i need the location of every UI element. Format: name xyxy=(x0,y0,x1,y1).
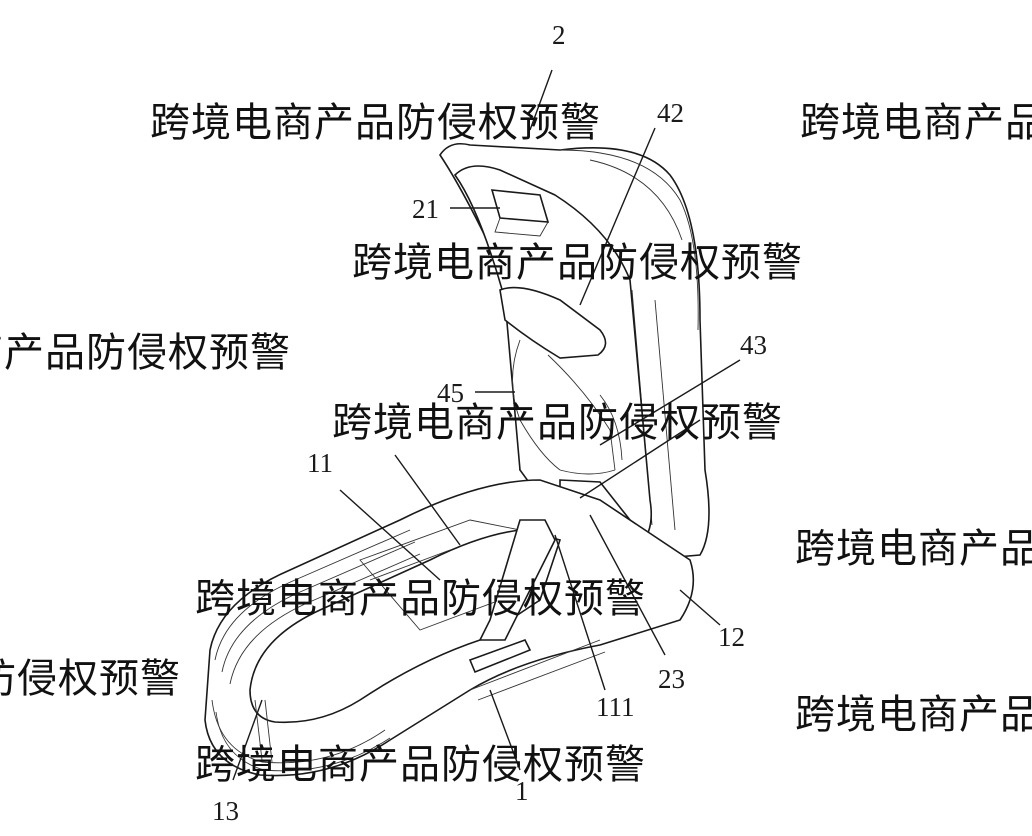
watermark-1: 跨境电商产品防侵权预警 xyxy=(150,100,601,146)
label-111: 111 xyxy=(596,692,635,722)
base xyxy=(204,479,695,777)
label-45: 45 xyxy=(437,378,464,408)
label-11: 11 xyxy=(307,448,333,478)
watermark-2: 跨境电商产品防侵权预警 xyxy=(800,100,1032,146)
watermark-6: 跨境电商产品防侵权预警 xyxy=(795,526,1032,572)
watermark-9: 跨境电商产品防侵权预警 xyxy=(795,692,1032,738)
label-23: 23 xyxy=(658,664,685,694)
leader-lines xyxy=(232,69,741,781)
watermark-8: 跨境电商产品防侵权预警 xyxy=(0,656,181,702)
label-2: 2 xyxy=(552,20,566,50)
label-42: 42 xyxy=(657,98,684,128)
reference-labels: 2 42 21 43 45 11 12 23 111 13 1 xyxy=(212,20,767,826)
label-21: 21 xyxy=(412,194,439,224)
watermark-4: 跨境电商产品防侵权预警 xyxy=(0,330,291,376)
watermark-10: 跨境电商产品防侵权预警 xyxy=(195,742,646,788)
label-13: 13 xyxy=(212,796,239,826)
watermark-7: 跨境电商产品防侵权预警 xyxy=(195,576,646,622)
label-43: 43 xyxy=(740,330,767,360)
lid xyxy=(439,142,710,561)
label-1: 1 xyxy=(515,776,529,806)
watermark-3: 跨境电商产品防侵权预警 xyxy=(352,240,803,286)
watermark-5: 跨境电商产品防侵权预警 xyxy=(332,400,783,446)
label-12: 12 xyxy=(718,622,745,652)
watermarks: 跨境电商产品防侵权预警 跨境电商产品防侵权预警 跨境电商产品防侵权预警 跨境电商… xyxy=(0,100,1032,788)
